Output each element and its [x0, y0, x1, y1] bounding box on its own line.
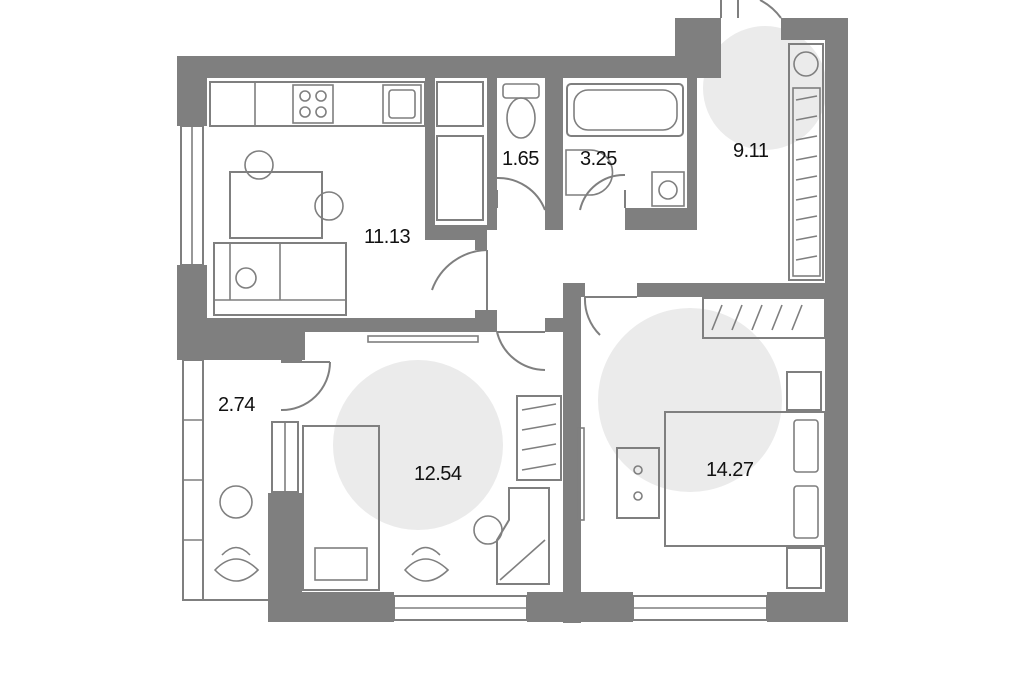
- dresser: [616, 447, 660, 519]
- toilet-fixtures: [502, 83, 540, 139]
- living-door: [496, 331, 546, 371]
- washing-machine-icon: [651, 171, 685, 207]
- toilet-bowl-icon: [506, 97, 536, 139]
- balcony-furniture: [213, 485, 260, 582]
- balcony-outline: [202, 360, 268, 601]
- double-bed: [664, 411, 826, 547]
- desk: [496, 487, 550, 585]
- nightstand: [786, 371, 822, 411]
- bedroom-furniture: [616, 297, 826, 589]
- storage-cells: [436, 81, 484, 221]
- walls: [177, 18, 848, 623]
- entrance-door: [720, 0, 782, 19]
- living-room-area-label: 12.54: [414, 463, 462, 485]
- toilet-area-label: 1.65: [502, 148, 539, 170]
- washbasin-icon: [565, 149, 614, 196]
- bedroom-zone: [598, 308, 782, 492]
- chair-icon: [244, 150, 274, 180]
- plant-icon: [213, 558, 260, 582]
- cat-icon: [235, 267, 257, 289]
- toilet-door: [496, 176, 546, 211]
- bed-single: [302, 425, 380, 591]
- balcony-entry-door: [280, 361, 331, 412]
- dining-table: [229, 171, 323, 239]
- sliding-door-living: [367, 335, 479, 343]
- bedroom-area-label: 14.27: [706, 459, 754, 481]
- bathroom-fixtures: [565, 83, 685, 207]
- sink-icon: [382, 84, 422, 124]
- living-zone: [333, 360, 503, 530]
- kitchen-door: [431, 249, 488, 310]
- bathtub: [566, 83, 684, 137]
- bath-door: [579, 173, 626, 211]
- bedroom-door: [583, 296, 637, 336]
- living-furniture: [302, 395, 562, 591]
- hallway-wardrobe: [788, 43, 824, 281]
- toilet-tank: [502, 83, 540, 99]
- monitor-icon: [499, 539, 546, 581]
- zone-highlights: [333, 26, 827, 530]
- kitchen-area-label: 11.13: [364, 226, 411, 248]
- bedroom-wardrobe: [702, 297, 826, 339]
- stove-icon: [292, 84, 334, 124]
- kitchen-furniture: [209, 81, 426, 316]
- nightstand: [786, 547, 822, 589]
- shelf: [516, 395, 562, 481]
- chair-icon: [314, 191, 344, 221]
- hallway-area-label: 9.11: [733, 140, 769, 162]
- balcony-area-label: 2.74: [218, 394, 255, 416]
- doors: [280, 0, 782, 412]
- sliding-door-bedroom: [577, 427, 585, 521]
- bathroom-area-label: 3.25: [580, 148, 617, 170]
- chair-icon: [219, 485, 253, 519]
- desk-chair-icon: [473, 515, 503, 545]
- kitchen-counter: [209, 81, 426, 127]
- plant-icon: [403, 558, 450, 582]
